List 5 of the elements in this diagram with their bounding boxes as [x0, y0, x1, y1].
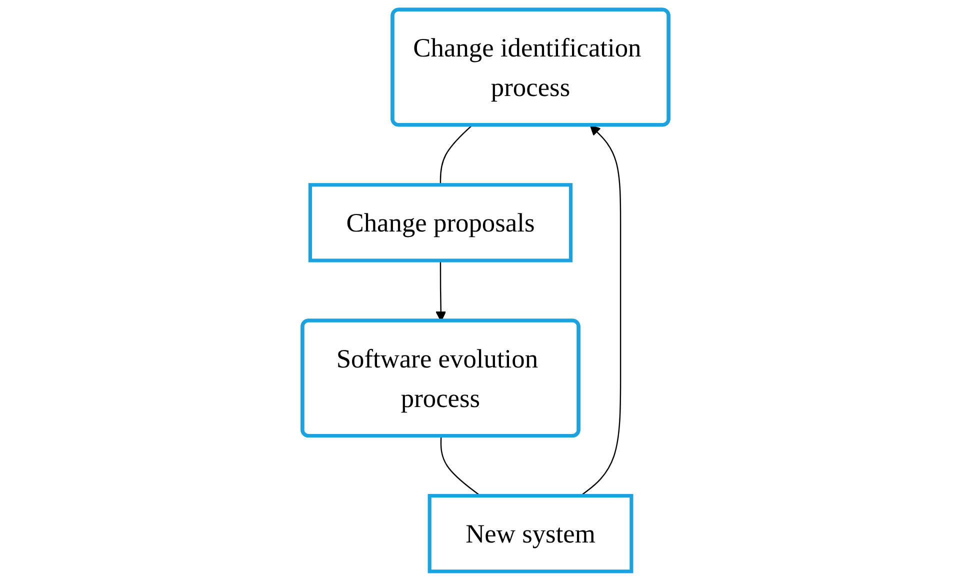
connector	[440, 125, 472, 185]
connector	[440, 436, 481, 496]
node-box: Change proposals	[308, 183, 573, 262]
arrow	[580, 124, 622, 496]
node-box: New system	[428, 494, 634, 574]
